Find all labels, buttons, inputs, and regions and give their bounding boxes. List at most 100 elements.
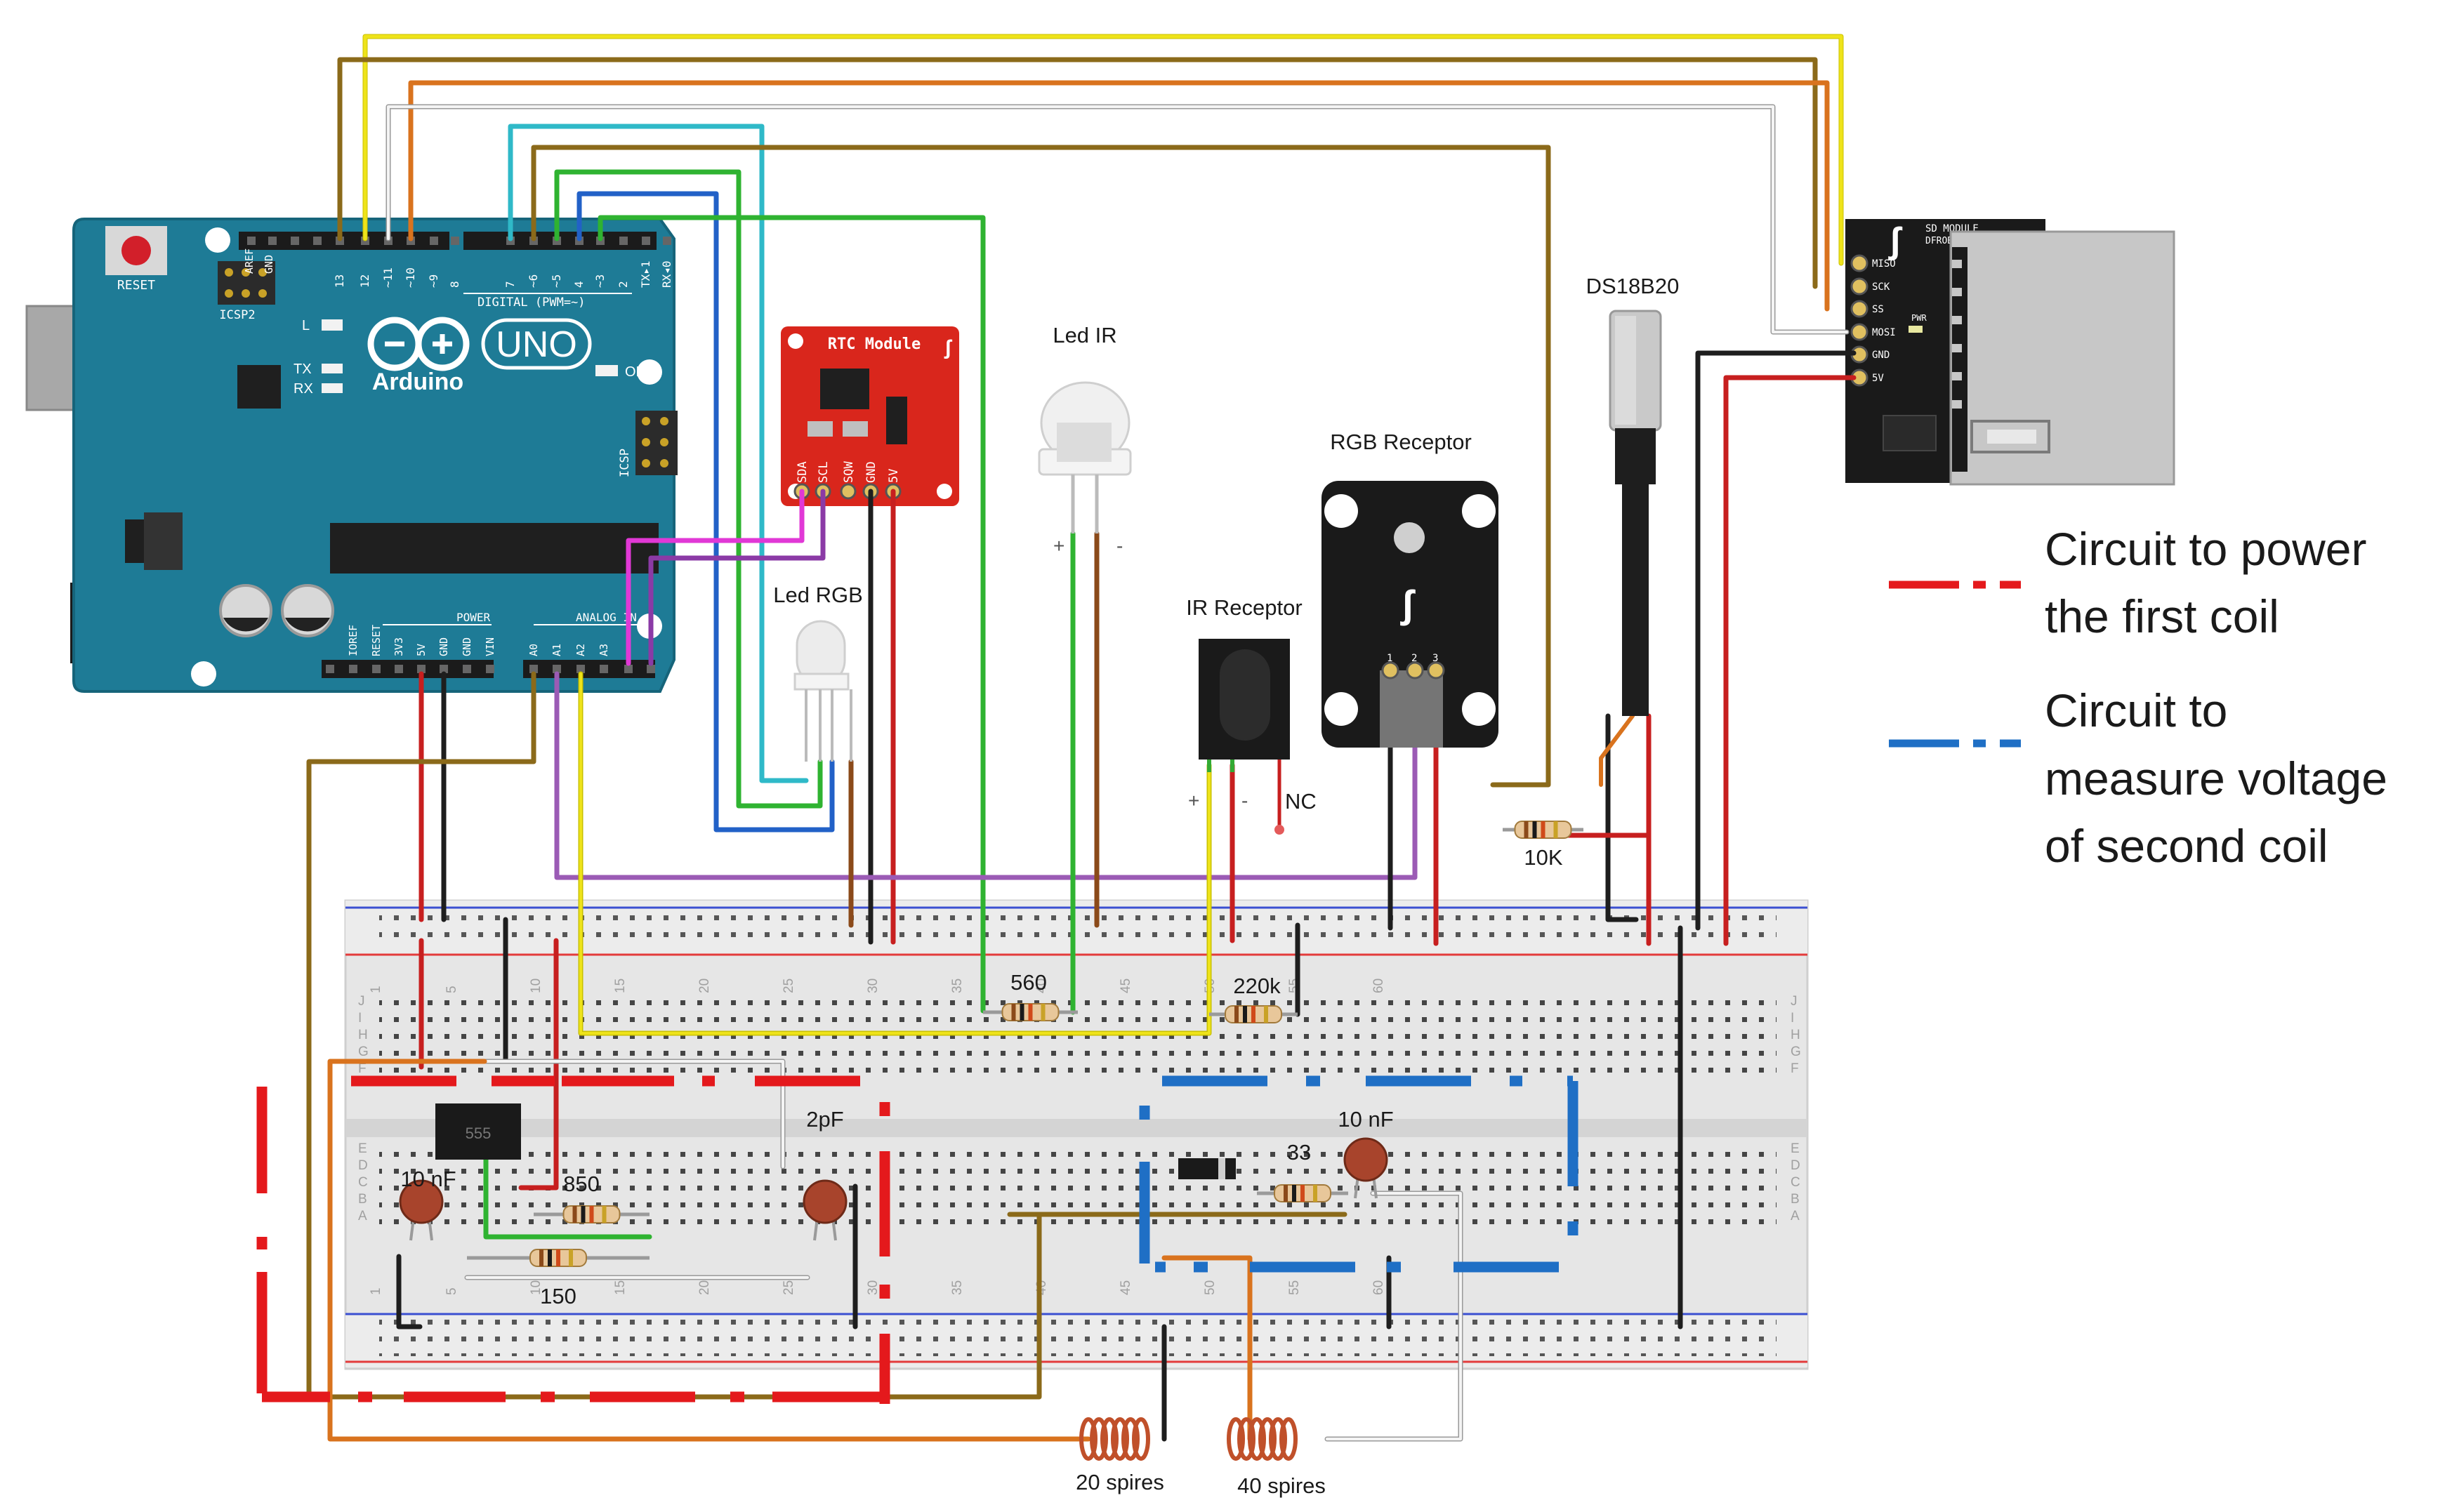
power-circuit-outline (256, 1075, 890, 1404)
bb-row-letter: I (1791, 1011, 1794, 1026)
rgb-receptor-pin[interactable] (1406, 661, 1424, 679)
arduino-power-pin[interactable] (463, 665, 471, 673)
arduino-digital-pin-label: ~10 (404, 267, 417, 288)
sd-pwr-label: PWR (1911, 313, 1927, 323)
bb-row-letter: E (358, 1141, 367, 1156)
rgb-receptor-pin[interactable] (1381, 661, 1399, 679)
arduino-analog-pin-label: A3 (598, 644, 610, 656)
arduino-power-pin[interactable] (349, 665, 357, 673)
arduino-header-pin[interactable] (247, 237, 256, 245)
resistor-150-label: 150 (540, 1284, 576, 1308)
rtc-pin-label: SQW (842, 461, 856, 483)
power-label: POWER (456, 611, 491, 624)
coil-20-label: 20 spires (1076, 1470, 1164, 1494)
arduino-power-pin[interactable] (417, 665, 426, 673)
arduino-digital-pin-label: 4 (572, 281, 586, 288)
bb-col-number-top: 30 (866, 979, 881, 993)
arduino-digital-pin-label: ~3 (593, 274, 607, 288)
ic-555-label: 555 (466, 1125, 492, 1142)
arduino-header-pin[interactable] (313, 237, 322, 245)
capacitor-2pf (803, 1179, 848, 1241)
arduino-digital-pin-label: ~6 (527, 274, 540, 288)
ir-plus: + (1188, 790, 1199, 811)
digital-label: DIGITAL (PWM=~) (477, 296, 586, 310)
arduino-analog-pin[interactable] (624, 665, 633, 673)
l-label: L (302, 318, 310, 333)
arduino-digital-pin[interactable] (451, 237, 459, 245)
gnd-top-label: GND (263, 255, 275, 274)
led-ir-minus: - (1116, 535, 1123, 557)
arduino-digital-pin-label: 12 (358, 274, 371, 288)
coil-40-spires (1227, 1417, 1298, 1461)
bb-col-number-top: 10 (529, 979, 543, 993)
arduino-analog-pin[interactable] (553, 665, 561, 673)
capacitor-10nf-left (399, 1179, 444, 1241)
arduino-power-pin[interactable] (486, 665, 494, 673)
arduino-digital-pin[interactable] (619, 237, 628, 245)
bb-col-number-bottom: 35 (950, 1280, 965, 1295)
bb-col-number-top: 25 (782, 979, 796, 993)
legend-measure-line1: Circuit to (2045, 684, 2227, 736)
sd-module: ʃ SD MODULE DFROBOT.COM PWR MISOSCKSSMOS… (1845, 219, 2175, 486)
bb-row-letter: H (1791, 1028, 1800, 1042)
arduino-power-pin-label: VIN (484, 637, 496, 656)
resistor-150 (467, 1249, 650, 1267)
sd-pin[interactable] (1850, 277, 1868, 296)
arduino-header-pin[interactable] (291, 237, 299, 245)
arduino-analog-pin[interactable] (600, 665, 608, 673)
arduino-header-pin[interactable] (268, 237, 277, 245)
arduino-power-pin[interactable] (372, 665, 381, 673)
arduino-analog-pin[interactable] (576, 665, 585, 673)
ir-receptor-label: IR Receptor (1186, 595, 1302, 620)
bb-row-letter: E (1791, 1141, 1800, 1156)
bb-col-number-top: 45 (1119, 979, 1133, 993)
arduino-analog-pin[interactable] (647, 665, 655, 673)
resistor-850-label: 850 (563, 1172, 600, 1196)
coil-40-label: 40 spires (1237, 1473, 1326, 1498)
sd-pin[interactable] (1850, 254, 1868, 272)
legend: Circuit to power the first coil Circuit … (1889, 523, 2387, 872)
arduino-power-pin-label: IOREF (347, 625, 360, 656)
arduino-power-pin[interactable] (326, 665, 334, 673)
bb-row-letter: G (358, 1045, 369, 1059)
arduino-power-pin-label: 5V (415, 644, 428, 656)
bb-row-letter: F (358, 1061, 367, 1076)
arduino-digital-pin-label: 2 (617, 281, 630, 288)
sd-pin[interactable] (1850, 300, 1868, 318)
analog-label: ANALOG IN (576, 611, 637, 624)
rgb-receptor-pin-label: 3 (1432, 653, 1438, 664)
sd-pin[interactable] (1850, 323, 1868, 341)
icsp-label: ICSP (618, 449, 632, 477)
bb-row-letter: A (1791, 1209, 1800, 1223)
arduino-analog-pin-label: A0 (527, 644, 540, 656)
sd-card-slot (1949, 230, 2175, 486)
ir-minus: - (1241, 790, 1248, 811)
arduino-power-pin[interactable] (440, 665, 448, 673)
arduino-analog-pin[interactable] (529, 665, 538, 673)
arduino-digital-pin[interactable] (430, 237, 438, 245)
rgb-receptor-pin[interactable] (1427, 661, 1445, 679)
tx-label: TX (294, 362, 312, 377)
arduino-digital-pin-label: 8 (448, 281, 461, 288)
led-ir-plus: + (1053, 535, 1064, 557)
arduino-digital-pin[interactable] (642, 237, 650, 245)
rtc-pin-label: SCL (817, 461, 831, 483)
sd-dfrobot-logo-icon: ʃ (1888, 220, 1903, 261)
arduino-power-pin[interactable] (395, 665, 403, 673)
led-ir: Led IR + - (1038, 323, 1132, 557)
bb-col-number-bottom: 60 (1371, 1280, 1386, 1295)
reset-button[interactable] (121, 236, 151, 265)
arduino-digital-pin-label: 13 (333, 274, 346, 288)
rtc-pin[interactable] (840, 483, 857, 500)
arduino-digital-pin[interactable] (663, 237, 671, 245)
bb-row-letter: I (358, 1011, 362, 1026)
legend-power-line1: Circuit to power (2045, 523, 2367, 575)
rgb-receptor-label: RGB Receptor (1330, 430, 1472, 454)
icsp2-label: ICSP2 (219, 308, 255, 322)
bb-row-letter: F (1791, 1061, 1799, 1076)
bb-col-number-bottom: 5 (444, 1287, 459, 1295)
bb-row-letter: B (1791, 1192, 1800, 1207)
reset-label: RESET (117, 278, 155, 293)
